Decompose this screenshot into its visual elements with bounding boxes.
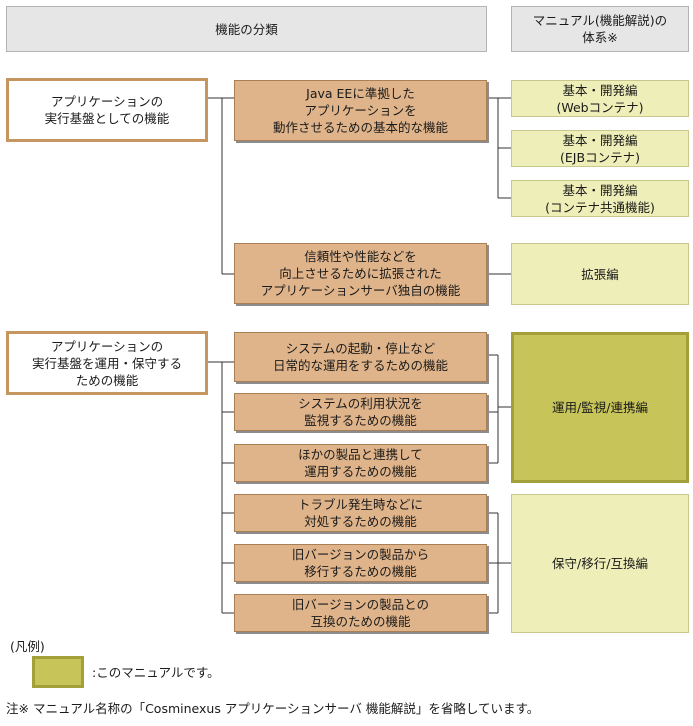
function-troubleshooting: トラブル発生時などに 対処するための機能	[234, 494, 487, 532]
function-javaee-basic: Java EEに準拠した アプリケーションを 動作させるための基本的な機能	[234, 80, 487, 141]
footnote: 注※ マニュアル名称の「Cosminexus アプリケーションサーバ 機能解説」…	[6, 701, 540, 716]
function-daily-operation: システムの起動・停止など 日常的な運用をするための機能	[234, 332, 487, 382]
function-integration: ほかの製品と連携して 運用するための機能	[234, 444, 487, 482]
function-monitoring: システムの利用状況を 監視するための機能	[234, 393, 487, 431]
manual-maintenance-migration-compatibility: 保守/移行/互換編	[511, 494, 689, 633]
manual-basic-web-container: 基本・開発編 (Webコンテナ)	[511, 80, 689, 117]
header-manual: マニュアル(機能解説)の 体系※	[511, 6, 689, 52]
manual-basic-ejb-container: 基本・開発編 (EJBコンテナ)	[511, 130, 689, 167]
legend-title: (凡例)	[10, 639, 45, 654]
function-migration: 旧バージョンの製品から 移行するための機能	[234, 544, 487, 582]
header-functions: 機能の分類	[6, 6, 487, 52]
category-operation-maintenance: アプリケーションの 実行基盤を運用・保守する ための機能	[6, 331, 208, 395]
manual-operation-monitoring-integration: 運用/監視/連携編	[511, 332, 689, 483]
category-runtime-platform: アプリケーションの 実行基盤としての機能	[6, 78, 208, 142]
function-compatibility: 旧バージョンの製品との 互換のための機能	[234, 594, 487, 632]
manual-extension: 拡張編	[511, 243, 689, 305]
legend-description: :このマニュアルです。	[92, 665, 220, 680]
manual-basic-common: 基本・開発編 (コンテナ共通機能)	[511, 180, 689, 217]
function-extended: 信頼性や性能などを 向上させるために拡張された アプリケーションサーバ独自の機能	[234, 243, 487, 304]
legend-swatch	[32, 656, 84, 688]
